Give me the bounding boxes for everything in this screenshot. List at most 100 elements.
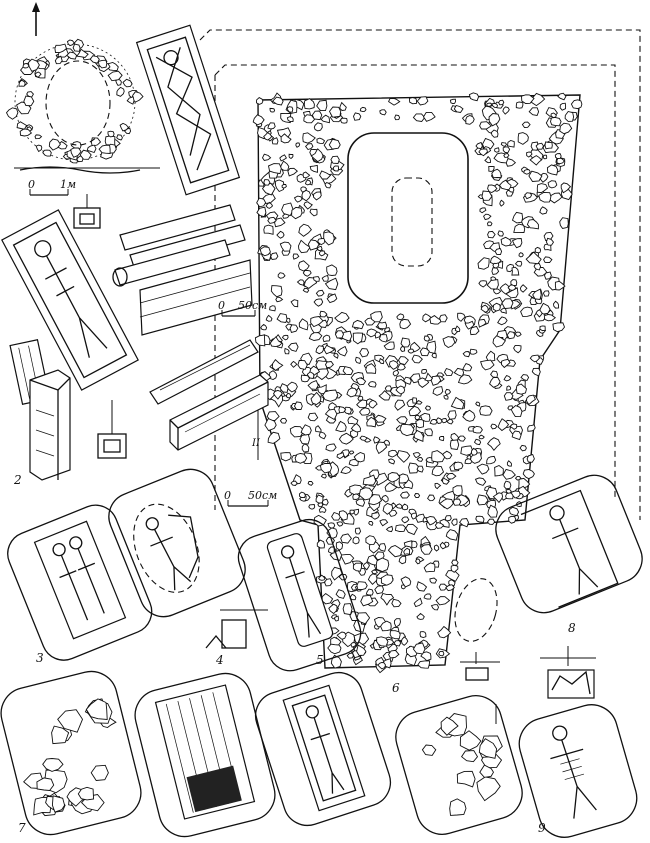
stone: [460, 445, 473, 456]
stone: [318, 431, 327, 440]
stone: [513, 223, 526, 233]
stone: [487, 230, 496, 239]
stone: [336, 521, 344, 527]
stone: [403, 376, 412, 385]
stone: [476, 494, 489, 506]
stone: [449, 798, 467, 816]
figure-label-6: 6: [392, 681, 400, 695]
stone: [315, 360, 328, 370]
stone: [539, 206, 548, 215]
figure-plank-coffin: [134, 672, 276, 838]
stone: [401, 516, 410, 524]
stone: [388, 97, 401, 106]
stone: [66, 51, 78, 60]
stone: [336, 345, 348, 357]
stone: [66, 39, 75, 47]
figure-9: 9: [495, 704, 638, 838]
stone: [70, 147, 82, 158]
stone: [395, 385, 406, 395]
stone: [285, 392, 292, 399]
stone: [371, 512, 380, 520]
stone: [412, 452, 421, 459]
stone: [313, 122, 323, 132]
stone: [445, 529, 459, 541]
stone: [293, 401, 303, 410]
stone: [90, 764, 109, 781]
stone: [373, 436, 381, 444]
stone: [307, 412, 319, 422]
stone: [362, 561, 370, 571]
stone: [355, 498, 366, 507]
stone: [426, 340, 437, 354]
stone: [435, 596, 451, 606]
stone: [290, 299, 299, 308]
figure-label-5: 5: [316, 653, 324, 667]
stone: [260, 323, 268, 331]
stone: [270, 285, 283, 298]
stone: [19, 128, 33, 137]
stone: [478, 318, 487, 328]
stone: [554, 153, 562, 160]
stone: [331, 566, 343, 581]
stone: [438, 436, 445, 442]
stone: [513, 344, 522, 354]
stone: [423, 593, 432, 600]
stone: [72, 43, 81, 52]
stone: [309, 208, 318, 217]
stone: [42, 758, 64, 772]
stone: [335, 420, 347, 433]
stone: [326, 293, 338, 304]
stone: [366, 416, 377, 428]
stone: [252, 114, 265, 126]
stone: [419, 347, 430, 357]
stone: [23, 95, 35, 107]
stone: [98, 144, 111, 154]
stone: [419, 631, 427, 638]
stone: [5, 107, 19, 120]
stone: [478, 280, 488, 288]
stone: [557, 92, 567, 101]
stone: [443, 395, 449, 400]
figure-4: 4: [108, 468, 268, 667]
stone: [340, 449, 350, 458]
stone: [497, 418, 510, 432]
stone: [259, 246, 271, 257]
stone: [311, 110, 323, 121]
stone: [422, 111, 436, 122]
stone: [413, 493, 421, 498]
stone: [325, 443, 337, 452]
stone: [535, 142, 545, 150]
stone: [434, 482, 442, 490]
scale-1m-zero: 0: [28, 178, 35, 191]
stone: [449, 98, 456, 105]
stone: [400, 576, 412, 588]
stone: [324, 277, 339, 291]
stone: [267, 163, 282, 175]
stone: [276, 313, 288, 323]
stone: [510, 404, 523, 418]
stone: [441, 418, 448, 424]
stone: [319, 463, 333, 474]
stone: [511, 211, 524, 224]
stone: [503, 392, 514, 401]
stone: [465, 115, 475, 125]
stone: [353, 112, 362, 121]
stone: [272, 389, 283, 400]
stone: [324, 408, 338, 421]
stone: [331, 511, 342, 521]
stone: [387, 545, 403, 558]
stone: [309, 164, 318, 173]
stone: [442, 336, 456, 349]
stone: [500, 236, 512, 247]
stone: [307, 380, 319, 390]
stone: [316, 99, 328, 112]
stone: [326, 527, 338, 540]
stone: [462, 351, 471, 358]
stone: [519, 284, 528, 293]
stone: [486, 455, 497, 465]
stone: [335, 541, 343, 551]
stone: [478, 434, 485, 440]
stone: [377, 321, 388, 330]
stone: [382, 502, 394, 515]
